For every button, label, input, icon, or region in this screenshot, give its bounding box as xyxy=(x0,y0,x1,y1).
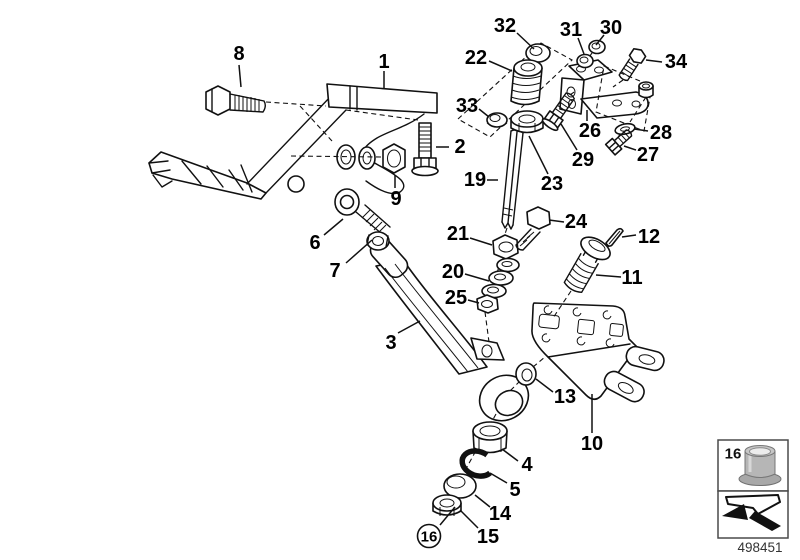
washer-stack-20 xyxy=(481,257,520,299)
callout-label-22[interactable]: 22 xyxy=(465,47,487,69)
callout-label-7[interactable]: 7 xyxy=(329,260,340,282)
legend-direction-box xyxy=(717,490,789,539)
callout-label-23[interactable]: 23 xyxy=(541,173,563,195)
washer-14 xyxy=(443,473,477,499)
callout-label-4[interactable]: 4 xyxy=(521,454,533,476)
hex-nut-21 xyxy=(492,234,519,260)
callout-label-12[interactable]: 12 xyxy=(638,226,660,248)
hex-bolt-34 xyxy=(618,47,647,82)
callout-label-34[interactable]: 34 xyxy=(665,51,688,73)
callout-label-11[interactable]: 11 xyxy=(621,267,642,289)
callout-leaders xyxy=(238,32,663,529)
pin-12 xyxy=(605,227,624,247)
lock-washer-13 xyxy=(515,362,537,386)
diagram-number: 498451 xyxy=(737,540,782,555)
callout-label-9[interactable]: 9 xyxy=(390,188,401,210)
legend-item-number: 16 xyxy=(725,446,742,463)
callout-label-27[interactable]: 27 xyxy=(637,144,659,166)
hex-bolt-2 xyxy=(411,122,439,177)
callout-label-13[interactable]: 13 xyxy=(554,386,576,408)
pedal-bracket-assembly xyxy=(148,94,425,200)
callout-label-10[interactable]: 10 xyxy=(581,433,603,455)
buffer-bolt-11 xyxy=(563,236,611,294)
bushing-nut-4 xyxy=(472,421,508,454)
callout-label-2[interactable]: 2 xyxy=(454,136,465,158)
supersession-arrow-icon xyxy=(722,494,781,531)
circlip-5 xyxy=(459,448,492,479)
callout-label-14[interactable]: 14 xyxy=(489,503,512,525)
callout-label-8[interactable]: 8 xyxy=(233,43,244,65)
callout-label-29[interactable]: 29 xyxy=(572,149,594,171)
washer-30 xyxy=(588,39,606,55)
callout-label-28[interactable]: 28 xyxy=(650,122,672,144)
callout-label-19[interactable]: 19 xyxy=(464,169,486,191)
hex-nut-25 xyxy=(476,294,499,314)
cap-nut-standoff xyxy=(638,81,654,99)
callout-label-33[interactable]: 33 xyxy=(456,95,478,117)
callout-label-32[interactable]: 32 xyxy=(494,15,516,37)
hex-bolt-8 xyxy=(205,85,266,116)
callout-label-3[interactable]: 3 xyxy=(385,332,396,354)
callout-label-16-circled[interactable]: 16 xyxy=(416,523,442,549)
hex-bolt-27 xyxy=(604,129,633,156)
flanged-bushing-icon xyxy=(738,445,782,486)
callout-label-5[interactable]: 5 xyxy=(509,479,520,501)
hex-bolt-24 xyxy=(515,206,551,251)
cross-tube-1 xyxy=(326,83,438,114)
collar-nut-23 xyxy=(510,110,544,134)
callout-label-15[interactable]: 15 xyxy=(477,526,499,548)
callout-label-6[interactable]: 6 xyxy=(309,232,320,254)
push-rod-19 xyxy=(501,129,524,230)
washer-31 xyxy=(576,53,594,69)
callout-label-24[interactable]: 24 xyxy=(565,211,588,233)
callout-label-25[interactable]: 25 xyxy=(445,287,467,309)
hex-nut-9 xyxy=(382,143,406,174)
washer-28 xyxy=(614,122,636,136)
hex-nut-15 xyxy=(432,494,462,516)
callout-label-30[interactable]: 30 xyxy=(600,17,622,39)
hex-nut-7 xyxy=(366,231,390,251)
callout-label-31[interactable]: 31 xyxy=(560,19,582,41)
legend-part-box: 16 xyxy=(717,439,789,492)
hex-bolt-29 xyxy=(541,92,575,132)
callout-label-16[interactable]: 16 xyxy=(421,529,438,546)
mounting-bracket-10 xyxy=(531,302,665,403)
grommet-33 xyxy=(486,112,508,128)
callout-label-21[interactable]: 21 xyxy=(447,223,469,245)
bushing-22 xyxy=(510,59,543,106)
callout-label-26[interactable]: 26 xyxy=(579,120,601,142)
callout-label-1[interactable]: 1 xyxy=(378,51,389,73)
callout-label-20[interactable]: 20 xyxy=(442,261,464,283)
eye-bolt-6 xyxy=(334,188,391,235)
